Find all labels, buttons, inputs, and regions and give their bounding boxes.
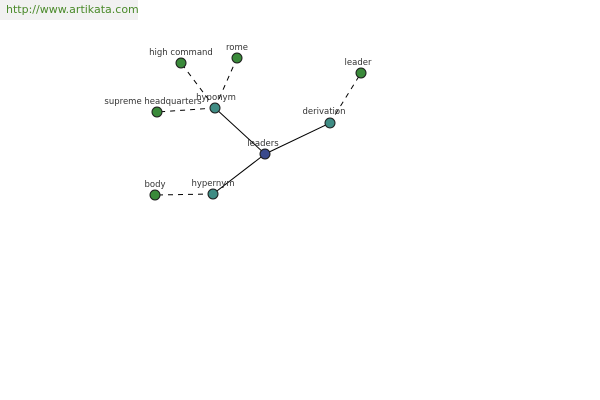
node-rome[interactable] [231,52,243,64]
edge-hyponym-supreme-headquarters [156,107,216,113]
graph-labels: leaders hyponym derivation hypernym high com… [104,43,372,190]
graph-edges [154,57,362,196]
node-label-hyponym[interactable]: hyponym [196,93,236,103]
node-label-leaders[interactable]: leaders [247,139,279,149]
node-leaders[interactable] [259,148,271,160]
graph-nodes [149,52,367,201]
site-url[interactable]: http://www.artikata.com [0,0,139,20]
node-label-high-command[interactable]: high command [149,48,213,58]
node-label-leader[interactable]: leader [345,58,372,68]
node-supreme-headquarters[interactable] [151,106,163,118]
edge-hypernym-body [154,193,214,196]
edge-leaders-hypernym [212,153,266,195]
node-derivation[interactable] [324,117,336,129]
node-hypernym[interactable] [207,188,219,200]
edge-leaders-hyponym [214,107,266,155]
node-hyponym[interactable] [209,102,221,114]
node-leader[interactable] [355,67,367,79]
node-label-hypernym[interactable]: hypernym [191,179,234,189]
node-body[interactable] [149,189,161,201]
node-label-rome[interactable]: rome [226,43,248,53]
node-label-body[interactable]: body [144,180,165,190]
edge-leaders-derivation [264,122,331,155]
node-label-derivation[interactable]: derivation [302,107,345,117]
node-high-command[interactable] [175,57,187,69]
node-label-supreme-headquarters[interactable]: supreme headquarters [104,97,202,107]
